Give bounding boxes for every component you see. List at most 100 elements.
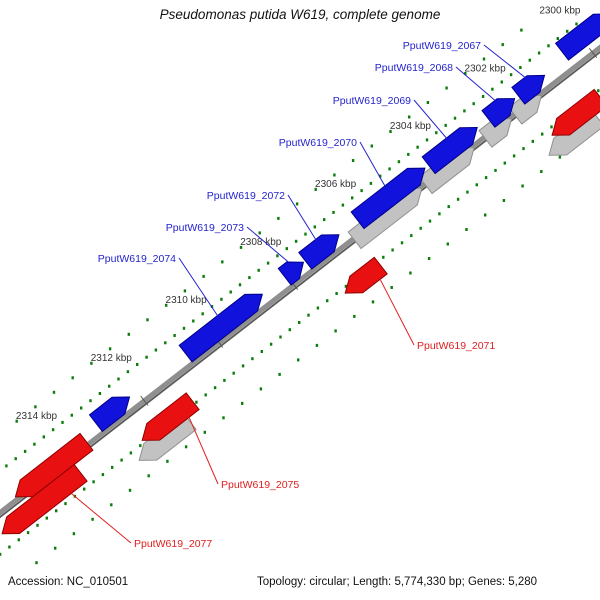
gene-label-PputW619_2069[interactable]: PputW619_2069 [333,95,411,107]
minor-dot-icon [23,449,27,453]
gene-leader-PputW619_2070 [359,141,386,187]
minor-dot-icon [232,371,235,375]
gene-arrow-PputW619_2077[interactable] [1,463,88,535]
gene-label-PputW619_2077[interactable]: PputW619_2077 [134,538,212,550]
minor-dot-icon [101,473,105,477]
minor-dot-icon [475,183,478,187]
minor-dot-icon [547,44,550,48]
gene-arrow-unlabeled-gene-2[interactable] [551,88,600,136]
ruler-label-2308: 2308 kbp [240,237,282,248]
minor-dot-icon [334,329,337,333]
gene-arrow-PputW619_2073[interactable] [277,261,305,286]
gene-arrow-PputW619_2071[interactable] [344,256,388,294]
minor-dot-icon [34,405,37,409]
minor-dot-icon [389,130,392,133]
minor-dot-icon [278,372,281,376]
gene-leader-PputW619_2071 [379,279,415,346]
gene-label-PputW619_2068[interactable]: PputW619_2068 [375,62,453,74]
gene-arrow-unlabeled-gene-3[interactable] [88,396,131,433]
minor-dot-icon [512,154,516,158]
gene-label-PputW619_2072[interactable]: PputW619_2072 [207,190,285,202]
gene-leader-PputW619_2072 [287,194,317,241]
minor-dot-icon [269,342,273,346]
minor-dot-icon [541,132,544,136]
gene-arrow-PputW619_2072[interactable] [298,234,340,270]
minor-dot-icon [182,326,186,330]
gene-arrow-PputW619_2070[interactable] [350,167,426,230]
minor-dot-icon [445,86,448,90]
gene-leader-PputW619_2068 [455,66,496,102]
ruler-tick-2312 [140,395,149,406]
gene-arrow-PputW619_2068[interactable] [481,98,516,128]
gene-arrow-PputW619_2074[interactable] [178,293,263,363]
minor-dot-icon [556,37,559,40]
minor-dot-icon [241,364,245,368]
minor-dot-icon [8,545,11,549]
gene-label-PputW619_2074[interactable]: PputW619_2074 [98,253,176,265]
minor-dot-icon [390,286,393,289]
minor-dot-icon [400,241,404,245]
minor-dot-icon [61,420,64,424]
gene-arrow-PputW619_2067[interactable] [511,74,546,105]
minor-dot-icon [314,187,317,191]
minor-dot-icon [521,184,524,188]
minor-dot-icon [42,435,45,439]
gene-label-PputW619_2075[interactable]: PputW619_2075 [221,479,299,491]
minor-dot-icon [295,202,299,206]
gene-arrow-unlabeled-gene-4[interactable] [14,432,94,498]
minor-dot-icon [575,22,578,26]
minor-dot-icon [26,531,30,535]
minor-dot-icon [519,66,522,69]
minor-dot-icon [251,357,254,361]
minor-dot-icon [416,145,419,149]
gene-label-PputW619_2070[interactable]: PputW619_2070 [279,137,357,149]
minor-dot-icon [145,355,148,359]
minor-dot-icon [537,51,541,55]
minor-dot-icon [370,144,373,148]
minor-dot-icon [397,160,401,164]
minor-dot-icon [503,161,506,165]
minor-dot-icon [388,167,391,171]
minor-dot-icon [64,502,67,506]
gene-arrow-unlabeled-gene-1[interactable] [554,13,600,61]
minor-dot-icon [258,231,261,235]
minor-dot-icon [71,376,74,380]
minor-dot-icon [54,546,57,550]
minor-dot-icon [166,459,169,463]
minor-dot-icon [128,488,132,492]
page-title: Pseudomonas putida W619, complete genome [159,7,441,22]
minor-dot-icon [279,335,282,339]
minor-dot-icon [239,245,243,249]
gene-leader-PputW619_2067 [483,44,526,78]
gene-label-PputW619_2071[interactable]: PputW619_2071 [417,340,495,352]
ruler-label-2312: 2312 kbp [91,353,133,364]
minor-dot-icon [45,516,48,520]
minor-dot-icon [344,284,348,288]
gene-label-PputW619_2073[interactable]: PputW619_2073 [166,222,244,234]
minor-dot-icon [222,416,225,420]
minor-dot-icon [83,487,86,491]
minor-dot-icon [98,392,102,395]
minor-dot-icon [409,271,412,275]
gene-shadow-PputW619_2075 [138,412,197,461]
minor-dot-icon [509,73,513,77]
minor-dot-icon [238,283,242,287]
minor-dot-icon [313,225,316,229]
minor-dot-icon [165,303,168,307]
minor-dot-icon [520,28,523,32]
gene-label-PputW619_2067[interactable]: PputW619_2067 [403,40,481,52]
minor-dot-icon [419,226,422,230]
minor-dot-icon [80,406,83,410]
minor-dot-icon [597,89,600,93]
minor-dot-icon [332,210,335,214]
minor-dot-icon [127,332,130,336]
gene-arrow-PputW619_2075[interactable] [141,392,200,441]
gene-leader-PputW619_2077 [71,493,132,544]
minor-dot-icon [108,384,111,388]
gene-arrow-PputW619_2069[interactable] [421,126,478,175]
minor-dot-icon [531,139,534,143]
minor-dot-icon [195,400,198,404]
minor-dot-icon [288,328,291,332]
ruler-label-2300: 2300 kbp [539,5,581,16]
minor-dot-icon [203,430,206,434]
